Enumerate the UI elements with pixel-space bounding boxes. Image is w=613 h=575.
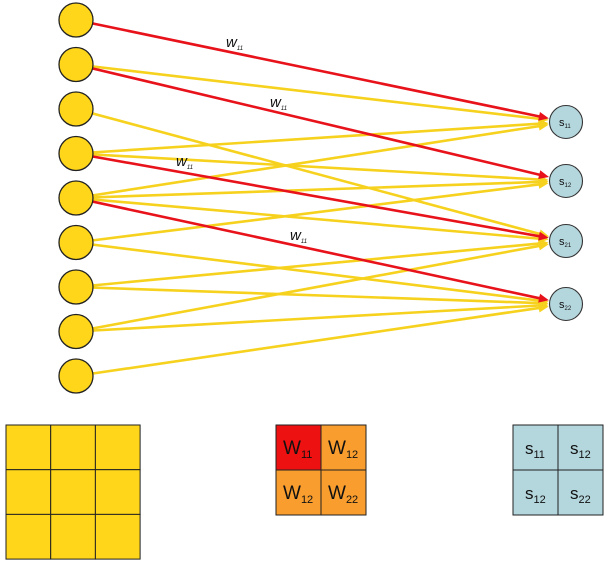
edge-shared-weight <box>75 182 542 244</box>
edge-shared-weight-arrowhead <box>538 241 549 251</box>
kernel-cell <box>275 469 322 516</box>
shared-weight-edges <box>75 63 550 378</box>
input-grid-cell <box>5 424 52 471</box>
input-grid-cell <box>5 513 52 560</box>
output-node-s21 <box>548 223 584 259</box>
weight-labels: w11 w11 w11 w11 <box>176 34 307 245</box>
highlighted-weight-edges <box>75 18 549 303</box>
input-node <box>58 269 94 305</box>
input-node <box>58 46 94 83</box>
output-node-label: s11 <box>559 117 571 130</box>
edge-shared-weight <box>75 285 542 305</box>
output-node-label: s21 <box>559 236 572 249</box>
edge-shared-weight <box>75 304 542 333</box>
edge-shared-weight <box>75 124 542 200</box>
output-node-label: s12 <box>559 176 572 189</box>
output-grid-cell-label: s22 <box>570 484 591 506</box>
kernel-cell <box>275 424 322 471</box>
input-node <box>58 135 94 172</box>
output-grid-cell <box>512 469 559 516</box>
edge-shared-weight-arrowhead <box>538 179 549 189</box>
edge-w11 <box>75 196 543 301</box>
input-node <box>58 224 94 261</box>
kernel-cell <box>320 424 367 471</box>
output-grid-cell-label: s11 <box>525 439 545 461</box>
weight-label-w11: w11 <box>270 94 287 112</box>
input-grid-cell <box>94 469 141 515</box>
weight-label-w11: w11 <box>290 227 307 245</box>
output-grid-cell-label: s12 <box>525 484 546 506</box>
input-grid-cell <box>94 424 141 471</box>
input-grid-3x3 <box>5 424 141 560</box>
output-grid-cell-label: s12 <box>570 439 591 461</box>
input-node <box>58 91 94 127</box>
output-grid-cell <box>557 424 604 471</box>
input-node <box>58 180 94 216</box>
output-grid-2x2: s11 s12 s12 s22 <box>512 424 604 516</box>
input-layer <box>58 2 94 394</box>
edge-shared-weight <box>75 241 542 303</box>
input-grid-cell <box>50 424 96 471</box>
edge-w11-arrowhead <box>538 170 549 180</box>
edge-shared-weight <box>75 152 542 181</box>
edge-shared-weight <box>75 241 542 289</box>
edge-shared-weight <box>75 196 542 241</box>
output-node-s22 <box>548 286 584 322</box>
output-grid-cell <box>512 424 559 471</box>
input-node <box>58 358 94 394</box>
output-node-s11 <box>548 104 584 140</box>
input-grid-cell <box>50 469 96 515</box>
edge-shared-weight <box>75 63 542 121</box>
edge-w11 <box>75 18 543 119</box>
edge-shared-weight <box>75 107 543 236</box>
edge-shared-weight <box>75 180 542 200</box>
input-node <box>58 313 94 350</box>
edge-w11-arrowhead <box>538 231 549 241</box>
edge-shared-weight <box>75 244 543 333</box>
input-grid-cell <box>94 513 141 560</box>
edge-shared-weight <box>75 122 542 155</box>
output-layer: s11 s12 s21 s22 <box>548 104 584 322</box>
edge-shared-weight <box>75 306 542 378</box>
edge-shared-weight-arrowhead <box>538 121 549 131</box>
weight-label-w11: w11 <box>176 153 193 171</box>
edge-shared-weight-arrowhead <box>538 303 549 313</box>
kernel-cell-label: W11 <box>283 438 312 461</box>
output-grid-cell <box>557 469 604 516</box>
weight-label-w11: w11 <box>226 34 243 52</box>
edge-w11 <box>75 63 543 177</box>
edge-w11-arrowhead <box>538 111 549 121</box>
kernel-cell-label: W12 <box>328 438 358 461</box>
kernel-cell-label: W12 <box>283 483 313 506</box>
output-node-s12 <box>548 163 584 199</box>
input-node <box>58 2 94 38</box>
edge-w11 <box>75 152 543 238</box>
output-node-label: s22 <box>559 299 572 312</box>
edge-w11-arrowhead <box>538 293 549 303</box>
kernel-cell-label: W22 <box>328 483 358 506</box>
kernel-cell <box>320 469 367 516</box>
input-grid-cell <box>5 469 52 515</box>
input-grid-cell <box>50 513 96 560</box>
